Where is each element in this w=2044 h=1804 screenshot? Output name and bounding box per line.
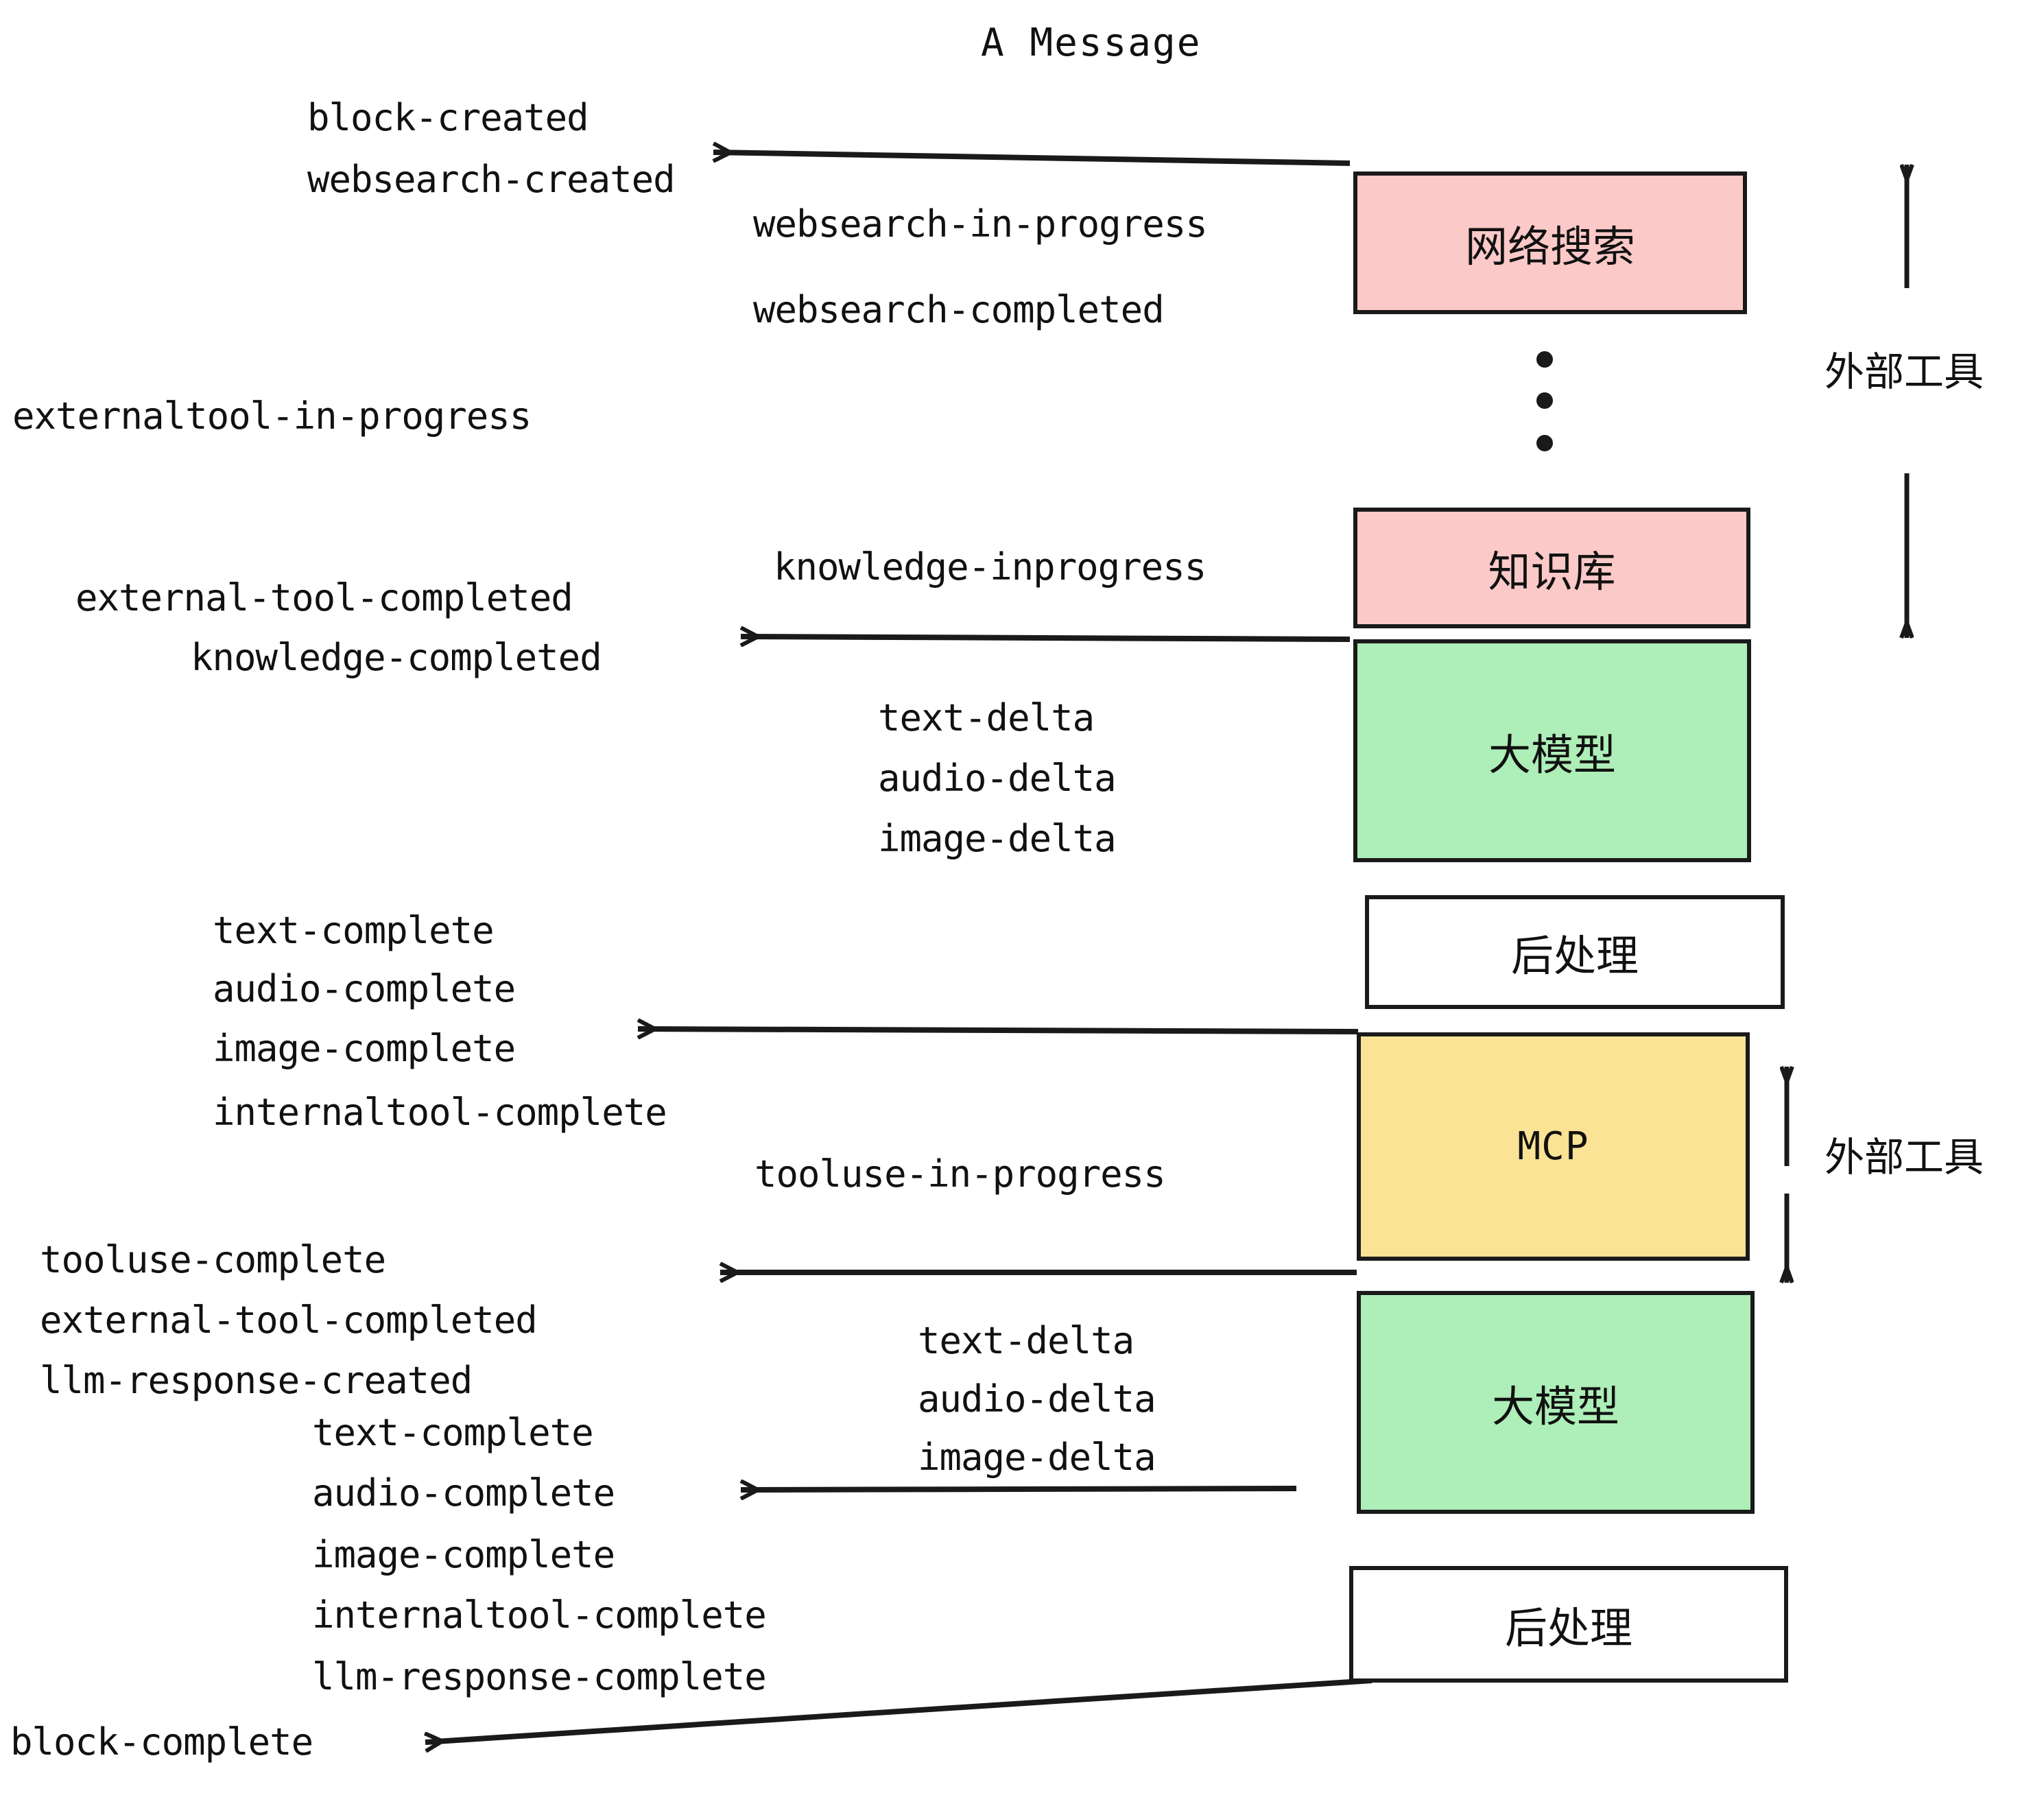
event-tooluse-in-progress: tooluse-in-progress [754,1152,1166,1196]
event-websearch-in-progress: websearch-in-progress [753,202,1208,246]
event-block-complete: block-complete [10,1720,313,1764]
event-image-delta-1: image-delta [878,817,1117,860]
event-websearch-created: websearch-created [307,158,676,201]
event-websearch-completed: websearch-completed [753,288,1165,331]
ellipsis-dot-2 [1536,392,1553,409]
event-internaltool-complete-2: internaltool-complete [312,1593,767,1637]
event-knowledge-completed: knowledge-completed [191,636,602,679]
event-image-complete-1: image-complete [213,1027,516,1070]
box-postprocess-1[interactable]: 后处理 [1365,895,1785,1009]
event-audio-delta-2: audio-delta [918,1377,1156,1421]
event-llm-response-complete: llm-response-complete [312,1655,767,1698]
event-text-delta-2: text-delta [918,1319,1134,1362]
ellipsis-dot-1 [1536,351,1553,368]
event-external-tool-completed-2: external-tool-completed [40,1298,538,1342]
label-external-tools-bottom: 外部工具 [1825,1134,1984,1180]
event-llm-response-created: llm-response-created [40,1359,473,1402]
event-text-complete-2: text-complete [312,1411,594,1454]
event-audio-complete-2: audio-complete [312,1471,615,1515]
label-external-tools-top: 外部工具 [1825,348,1984,395]
arrow-knowledge-to-knowledgecompleted [741,637,1351,639]
arrow-llm2-to-audiocomplete [741,1488,1297,1490]
event-audio-complete-1: audio-complete [213,967,516,1010]
diagram-title: A Message [981,21,1202,65]
box-knowledge[interactable]: 知识库 [1353,508,1750,628]
event-text-complete-1: text-complete [213,909,495,952]
event-tooluse-complete: tooluse-complete [40,1238,386,1281]
event-image-complete-2: image-complete [312,1533,615,1576]
box-llm-1[interactable]: 大模型 [1353,639,1751,862]
event-image-delta-2: image-delta [918,1436,1156,1479]
event-knowledge-inprogress: knowledge-inprogress [774,545,1207,589]
arrow-postprocess1-to-imagecomplete [638,1029,1359,1032]
event-block-created: block-created [307,96,589,139]
event-audio-delta-1: audio-delta [878,757,1117,800]
box-websearch[interactable]: 网络搜索 [1353,171,1747,314]
event-external-tool-completed-1: external-tool-completed [75,576,573,619]
event-internaltool-complete-1: internaltool-complete [213,1091,667,1134]
event-text-delta-1: text-delta [878,696,1095,739]
box-postprocess-2[interactable]: 后处理 [1349,1566,1788,1683]
box-mcp[interactable]: MCP [1357,1032,1750,1261]
arrow-websearch-to-blockcreated [713,152,1351,166]
box-llm-2[interactable]: 大模型 [1357,1291,1755,1514]
event-externaltool-in-progress: externaltool-in-progress [12,394,532,438]
ellipsis-dot-3 [1536,435,1553,451]
